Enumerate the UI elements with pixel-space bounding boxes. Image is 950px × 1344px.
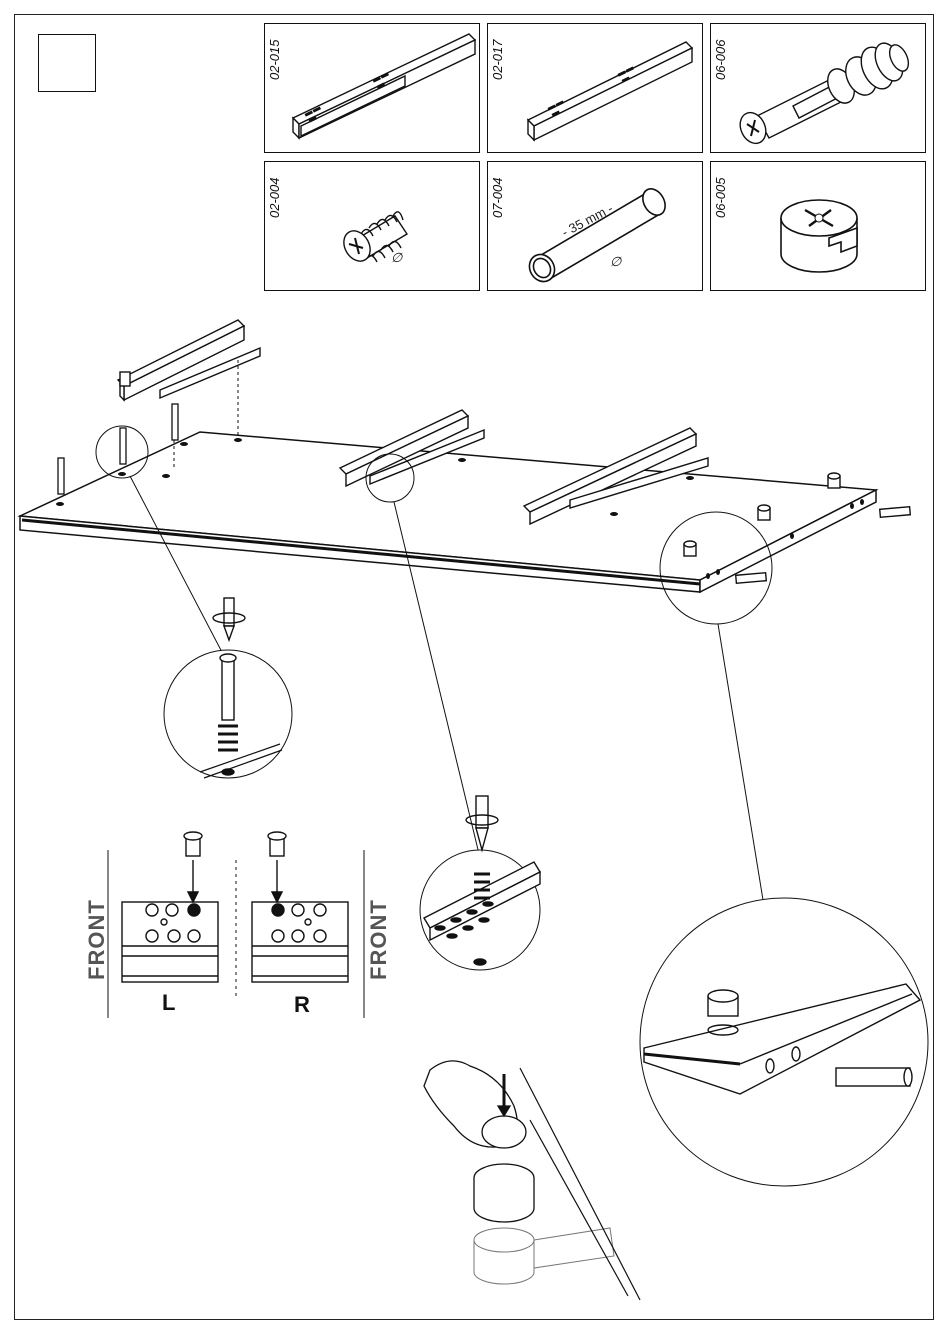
front-label-left: FRONT <box>84 899 110 980</box>
detail-cam-lock-edge <box>640 898 928 1186</box>
rail-left-mounted <box>118 320 260 400</box>
dowel-1 <box>736 573 767 584</box>
front-label-right: FRONT <box>366 899 392 980</box>
orientation-diagram <box>108 832 364 1018</box>
left-label: L <box>162 990 175 1016</box>
dowel-2 <box>880 507 911 518</box>
detail-cam-bolt <box>164 598 292 778</box>
detail-euro-screw <box>420 796 540 970</box>
right-label: R <box>294 992 310 1018</box>
detail-hand-cam-insert <box>424 1061 640 1300</box>
